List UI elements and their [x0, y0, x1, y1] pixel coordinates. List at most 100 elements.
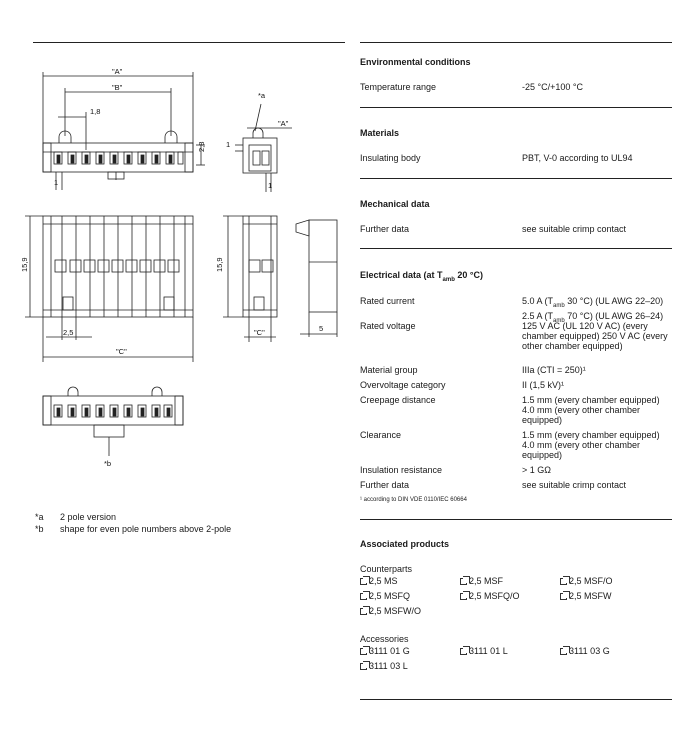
counterparts-list: 2,5 MS 2,5 MSF 2,5 MSF/O 2,5 MSFQ 2,5 MS…	[360, 576, 672, 621]
accessory-link[interactable]: 3111 03 G	[560, 646, 610, 656]
dim-star-b: *b	[104, 459, 111, 468]
value: -25 °C/+100 °C	[522, 82, 583, 92]
value: see suitable crimp contact	[522, 480, 627, 490]
dim-height-main: 15,9	[20, 257, 29, 272]
dim-c-bottom: "C"	[116, 347, 127, 356]
accessory-link[interactable]: 3111 01 L	[460, 646, 508, 656]
front-view-top	[42, 72, 205, 190]
label: Clearance	[360, 430, 402, 440]
accessory-link[interactable]: 3111 03 L	[360, 661, 408, 671]
bottom-view	[42, 386, 184, 456]
note-key: *b	[35, 524, 44, 534]
dim-a-top: "A"	[112, 67, 123, 76]
v1a: 5.0 A (T	[522, 296, 554, 306]
top-rule-left	[33, 42, 345, 43]
dim-b-top: "B"	[112, 83, 123, 92]
external-link-icon	[360, 591, 370, 600]
technical-drawing: "A" "B" 1,8 2,8 1 1 1 *a "A" 15,9 15,9 2…	[0, 0, 345, 480]
value: 125 V AC (UL 120 V AC) (every chamber eq…	[522, 321, 668, 351]
dim-width-5: 5	[319, 324, 323, 333]
counterparts-label: Counterparts	[360, 564, 413, 574]
profile-view	[295, 219, 338, 337]
counterpart-link[interactable]: 2,5 MSFW/O	[360, 606, 421, 616]
dim-a-side: "A"	[278, 119, 289, 128]
rule-associated	[360, 699, 672, 700]
link-text: 2,5 MS	[369, 576, 398, 586]
counterpart-link[interactable]: 2,5 MSFW	[560, 591, 612, 601]
rule-env	[360, 107, 672, 108]
drawing-notes: *a 2 pole version *b shape for even pole…	[35, 511, 231, 535]
value: PBT, V-0 according to UL94	[522, 153, 633, 163]
link-text: 2,5 MSFQ	[369, 591, 411, 601]
drawing-svg: "A" "B" 1,8 2,8 1 1 1 *a "A" 15,9 15,9 2…	[20, 67, 338, 468]
dim-one-c: 1	[268, 181, 272, 190]
link-text: 2,5 MSFW	[569, 591, 612, 601]
label: Rated current	[360, 296, 415, 306]
link-text: 2,5 MSFQ/O	[469, 591, 520, 601]
dim-pitch: 2,5	[63, 328, 73, 337]
value: II (1,5 kV)¹	[522, 380, 565, 390]
external-link-icon	[560, 646, 570, 655]
label: Overvoltage category	[360, 380, 446, 390]
dim-c-side: "C"	[254, 328, 265, 337]
link-text: 3111 03 L	[369, 661, 408, 671]
note-text: shape for even pole numbers above 2-pole	[60, 524, 232, 534]
external-link-icon	[360, 576, 370, 585]
materials-title: Materials	[360, 128, 400, 138]
env-title: Environmental conditions	[360, 57, 471, 67]
counterpart-link[interactable]: 2,5 MSFQ/O	[460, 591, 520, 601]
external-link-icon	[460, 646, 470, 655]
side-view-main	[223, 215, 278, 342]
v2b: 70 °C) (UL AWG 26–24)	[564, 310, 664, 321]
link-text: 3111 01 G	[369, 646, 410, 656]
rule-materials	[360, 178, 672, 179]
label: Rated voltage	[360, 321, 416, 331]
counterpart-link[interactable]: 2,5 MSF/O	[560, 576, 613, 586]
external-link-icon	[460, 591, 470, 600]
external-link-icon	[560, 591, 570, 600]
value: 1.5 mm (every chamber equipped) 4.0 mm (…	[522, 395, 660, 425]
counterpart-link[interactable]: 2,5 MS	[360, 576, 398, 586]
value: see suitable crimp contact	[522, 224, 627, 234]
label: Material group	[360, 365, 418, 375]
external-link-icon	[360, 606, 370, 615]
title-end: 20 °C)	[454, 270, 483, 280]
dim-height-side: 15,9	[215, 257, 224, 272]
note-key: *a	[35, 512, 44, 522]
electrical-title: Electrical data (at Tamb 20 °C)	[360, 270, 483, 283]
counterpart-link[interactable]: 2,5 MSFQ	[360, 591, 410, 601]
v1b: 30 °C) (UL AWG 22–20)	[564, 296, 664, 306]
accessory-link[interactable]: 3111 01 G	[360, 646, 410, 656]
label: Insulating body	[360, 153, 421, 163]
side-view-small	[235, 103, 292, 192]
note-row: *a 2 pole version	[35, 511, 231, 523]
link-text: 2,5 MSFW/O	[369, 606, 422, 616]
dim-pitch-small: 1,8	[90, 107, 100, 116]
dim-one-a: 1	[54, 178, 58, 187]
v2a: 2.5 A (T	[522, 310, 554, 321]
link-text: 2,5 MSF/O	[569, 576, 613, 586]
label: Further data	[360, 224, 410, 234]
value: 1.5 mm (every chamber equipped) 4.0 mm (…	[522, 430, 660, 460]
label: Insulation resistance	[360, 465, 443, 475]
top-rule-right	[360, 42, 672, 43]
footnote: ¹ according to DIN VDE 0110/IEC 60664	[360, 497, 467, 503]
label: Further data	[360, 480, 410, 490]
counterpart-link[interactable]: 2,5 MSF	[460, 576, 503, 586]
external-link-icon	[460, 576, 470, 585]
external-link-icon	[360, 646, 370, 655]
front-view-main	[25, 215, 194, 362]
external-link-icon	[360, 661, 370, 670]
title-sub: amb	[442, 276, 455, 283]
link-text: 3111 03 G	[569, 646, 610, 656]
value: > 1 GΩ	[522, 465, 551, 475]
note-row: *b shape for even pole numbers above 2-p…	[35, 523, 231, 535]
v1s: amb	[553, 302, 565, 309]
dim-star-a: *a	[258, 91, 266, 100]
value: IIIa (CTI = 250)¹	[522, 365, 586, 375]
v2s: amb	[553, 317, 565, 324]
mechanical-title: Mechanical data	[360, 199, 430, 209]
accessories-label: Accessories	[360, 634, 409, 644]
dim-one-b: 1	[226, 140, 230, 149]
title-text: Electrical data (at T	[360, 270, 443, 280]
